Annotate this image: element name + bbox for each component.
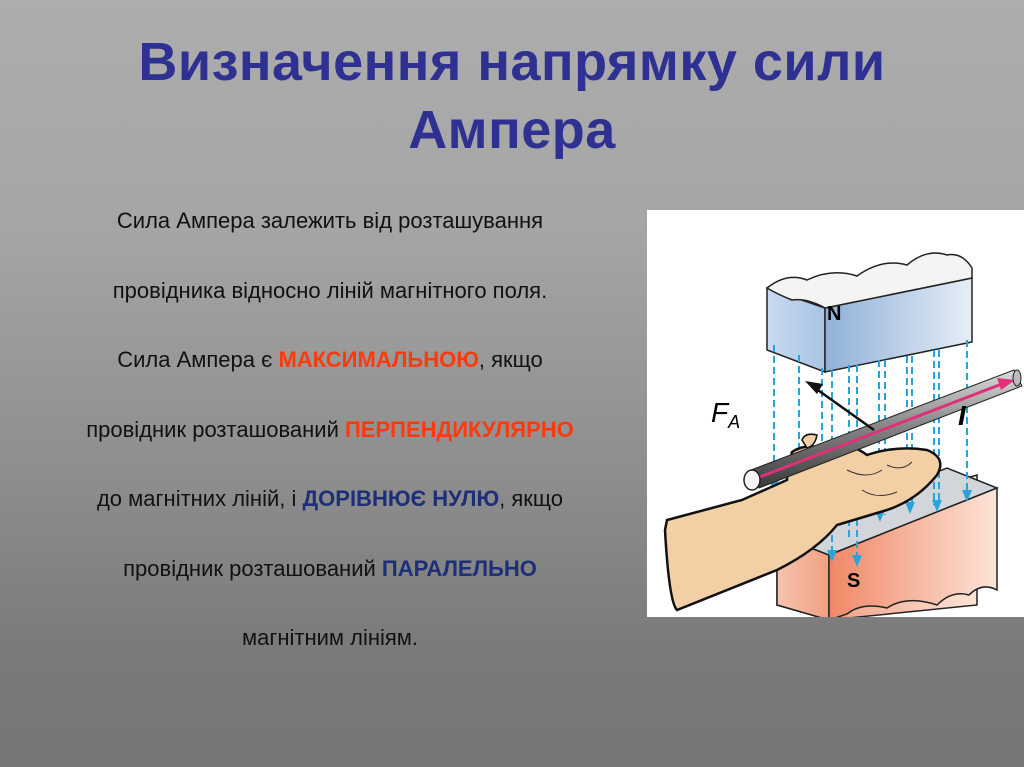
body-text-fragment: до магнітних ліній, і xyxy=(96,486,303,511)
body-text-fragment: Сила Ампера є xyxy=(117,347,279,372)
south-magnet xyxy=(774,467,1000,617)
title-line-1: Визначення напрямку сили xyxy=(138,32,886,92)
ampere-force-arrow xyxy=(805,381,875,432)
left-hand-rule-illustration xyxy=(663,252,1023,617)
emphasis-perpendicular: ПЕРПЕНДИКУЛЯРНО xyxy=(344,416,574,442)
emphasis-equals-zero: ДОРІВНЮЄ НУЛЮ xyxy=(302,486,500,511)
body-line-3: Сила Ампера є МАКСИМАЛЬНОЮ, якщо xyxy=(0,336,660,406)
force-subscript: A xyxy=(728,412,741,432)
body-line-5: до магнітних ліній, і ДОРІВНЮЄ НУЛЮ, якщ… xyxy=(0,475,660,545)
slide-title: Визначення напрямку сили Ампера xyxy=(0,28,1024,164)
force-symbol: F xyxy=(711,397,729,428)
body-text-fragment: провідник розташований xyxy=(123,555,382,581)
emphasis-parallel: ПАРАЛЕЛЬНО xyxy=(381,555,537,581)
body-line-4: провідник розташований ПЕРПЕНДИКУЛЯРНО xyxy=(0,406,660,476)
body-text-fragment: , якщо xyxy=(478,347,543,372)
south-pole-label: S xyxy=(847,570,861,592)
field-line-arrowheads xyxy=(769,480,972,567)
left-hand xyxy=(663,433,942,612)
left-hand-rule-figure: N S FA I xyxy=(647,210,1024,617)
body-line-6: провідник розташований ПАРАЛЕЛЬНО xyxy=(0,545,660,615)
slide-body-text: Сила Ампера залежить від розташування пр… xyxy=(0,197,660,684)
body-text-fragment: , якщо xyxy=(499,486,564,511)
north-magnet xyxy=(765,252,973,374)
title-line-2: Ампера xyxy=(408,100,616,160)
body-line-2: провідника відносно ліній магнітного пол… xyxy=(112,277,548,303)
ampere-force-label: FA xyxy=(711,397,740,433)
body-line-1: Сила Ампера залежить від розташування xyxy=(116,208,544,233)
north-pole-label: N xyxy=(827,303,842,325)
body-line-7: магнітним лініям. xyxy=(241,625,419,650)
conductor-rod xyxy=(743,369,1023,491)
current-label: I xyxy=(958,400,966,431)
body-text-fragment: провідник розташований xyxy=(86,416,345,442)
emphasis-maximal: МАКСИМАЛЬНОЮ xyxy=(278,347,479,372)
